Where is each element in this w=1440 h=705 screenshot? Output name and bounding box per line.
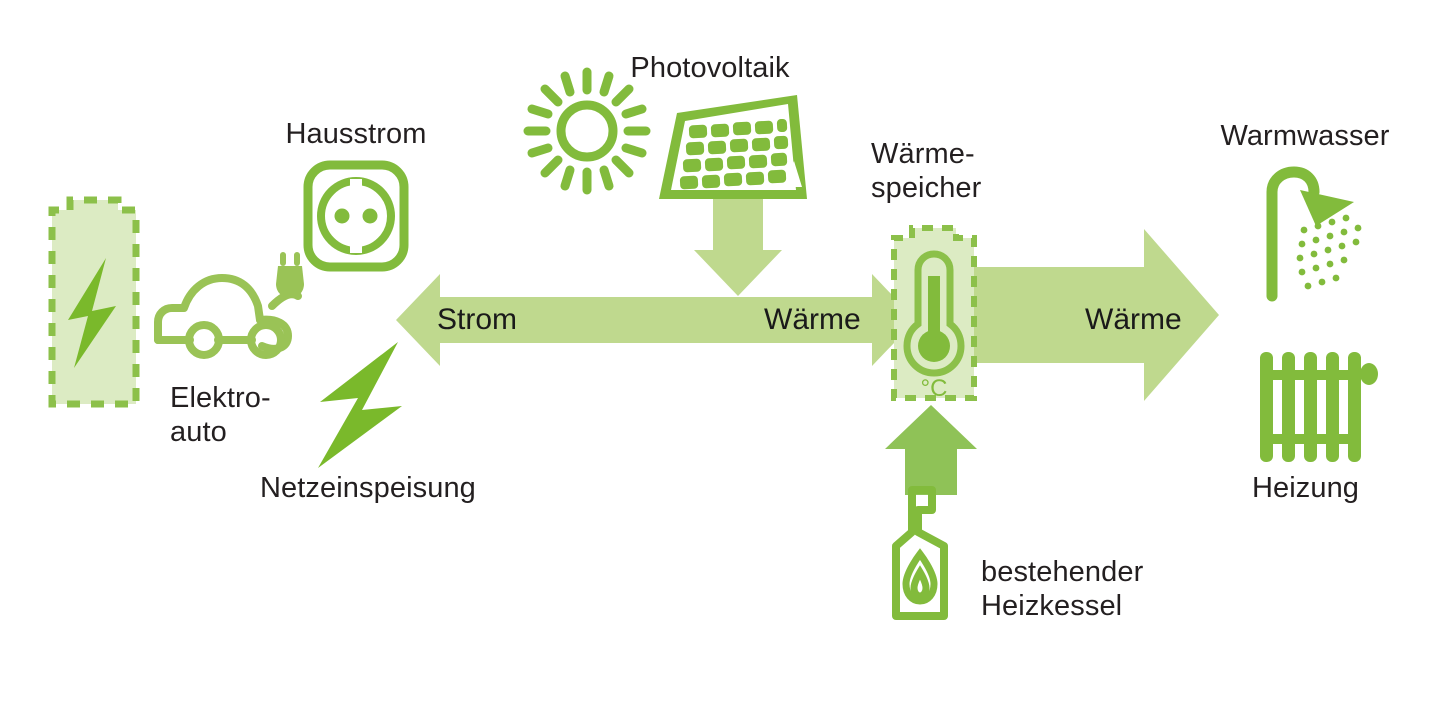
lightning-bolt-icon [68, 258, 116, 368]
flow-label-waerme-left: Wärme [764, 303, 861, 336]
thermometer-icon [903, 250, 965, 377]
label-elektroauto: Elektro- auto [170, 382, 271, 448]
arrow-up-icon [885, 405, 977, 495]
thermometer-unit-label: °C [919, 332, 949, 360]
thermometer-unit-text: °C [921, 375, 948, 402]
arrow-right-icon [963, 229, 1219, 401]
arrow-down-icon [694, 198, 782, 296]
electric-car-icon [152, 248, 312, 366]
double-arrow-icon [396, 268, 916, 372]
heat-storage-icon: °C [888, 224, 980, 404]
solar-panel-icon [655, 95, 809, 207]
plug-icon [276, 252, 304, 298]
shower-icon [1258, 166, 1382, 302]
label-warmwasser: Warmwasser [1220, 120, 1390, 152]
gas-boiler-icon [890, 484, 972, 622]
battery-icon [44, 196, 144, 412]
label-heizkessel: bestehender Heizkessel [981, 556, 1144, 622]
radiator-icon [1256, 348, 1378, 466]
power-socket-icon [303, 160, 409, 272]
label-heizung: Heizung [1251, 472, 1360, 504]
label-waermespeicher: Wärme- speicher [871, 138, 982, 204]
flame-icon [902, 548, 938, 605]
sun-icon [523, 67, 651, 195]
flow-label-waerme-right: Wärme [1085, 303, 1182, 336]
label-hausstrom: Hausstrom [285, 118, 427, 150]
label-photovoltaik: Photovoltaik [630, 52, 790, 84]
flow-label-strom: Strom [437, 303, 518, 336]
label-netzeinspeisung: Netzeinspeisung [260, 472, 476, 504]
lightning-bolt-icon [310, 340, 406, 470]
